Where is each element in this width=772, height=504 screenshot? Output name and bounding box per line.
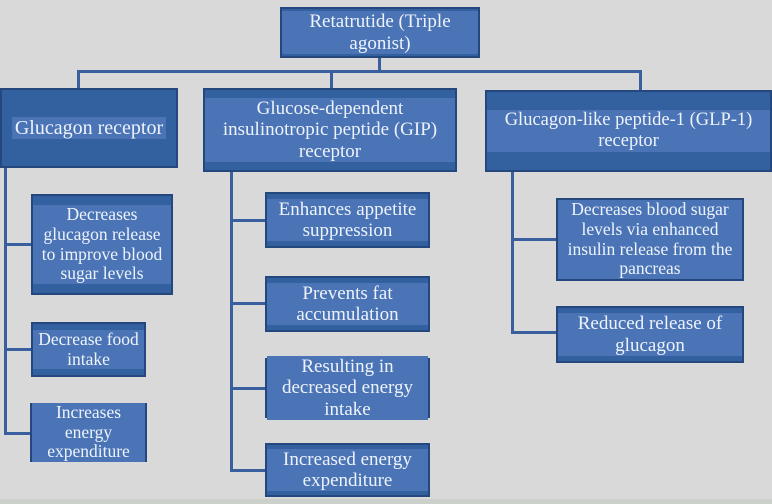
connector-drop-middle	[330, 70, 333, 88]
node-decreased-energy-intake: Resulting in decreased energy intake	[265, 356, 430, 420]
node-prevents-fat-accumulation-label: Prevents fat accumulation	[267, 282, 428, 326]
node-enhances-appetite-suppression-label: Enhances appetite suppression	[267, 198, 428, 242]
node-gip-receptor: Glucose-dependent insulinotropic peptide…	[203, 88, 457, 172]
node-glucagon-receptor: Glucagon receptor	[0, 88, 178, 168]
node-decreases-glucagon-release: Decreases glucagon release to improve bl…	[31, 194, 173, 295]
node-glp1-receptor-label: Glucagon-like peptide-1 (GLP-1) receptor	[487, 110, 770, 152]
connector-right-vertical	[511, 172, 514, 334]
connector-middle-stub-4	[230, 469, 265, 472]
node-glucagon-receptor-label: Glucagon receptor	[11, 116, 167, 140]
node-prevents-fat-accumulation: Prevents fat accumulation	[265, 276, 430, 332]
connector-drop-left	[77, 70, 80, 88]
connector-middle-stub-3	[230, 387, 265, 390]
connector-root-stub	[378, 57, 381, 73]
node-reduced-glucagon-release-label: Reduced release of glucagon	[558, 313, 742, 356]
node-reduced-glucagon-release: Reduced release of glucagon	[556, 306, 744, 363]
node-increases-energy-expenditure: Increases energy expenditure	[30, 402, 147, 462]
node-glp1-receptor: Glucagon-like peptide-1 (GLP-1) receptor	[485, 90, 772, 172]
connector-right-stub-2	[511, 331, 556, 334]
node-gip-receptor-label: Glucose-dependent insulinotropic peptide…	[205, 98, 455, 162]
connector-right-stub-1	[511, 238, 556, 241]
node-decreases-glucagon-release-label: Decreases glucagon release to improve bl…	[33, 204, 171, 284]
connector-drop-right	[639, 70, 642, 90]
node-decrease-food-intake-label: Decrease food intake	[33, 329, 144, 370]
connector-left-vertical	[4, 168, 7, 435]
connector-middle-stub-1	[230, 219, 265, 222]
connector-middle-stub-2	[230, 302, 265, 305]
node-increases-energy-expenditure-label: Increases energy expenditure	[32, 402, 145, 462]
node-retatrutide: Retatrutide (Triple agonist)	[280, 7, 480, 58]
connector-middle-vertical	[230, 170, 233, 472]
node-increased-energy-expenditure: Increased energy expenditure	[265, 443, 430, 497]
connector-top-horizontal	[77, 70, 642, 73]
connector-left-stub-1	[4, 243, 31, 246]
connector-left-stub-3	[4, 432, 31, 435]
node-decrease-food-intake: Decrease food intake	[31, 322, 146, 377]
node-increased-energy-expenditure-label: Increased energy expenditure	[267, 448, 428, 492]
connector-left-stub-2	[4, 348, 31, 351]
node-decreases-blood-sugar: Decreases blood sugar levels via enhance…	[556, 198, 744, 281]
bottom-strip	[0, 499, 772, 504]
node-decreased-energy-intake-label: Resulting in decreased energy intake	[267, 356, 428, 420]
node-enhances-appetite-suppression: Enhances appetite suppression	[265, 192, 430, 248]
node-decreases-blood-sugar-label: Decreases blood sugar levels via enhance…	[558, 199, 742, 279]
node-retatrutide-label: Retatrutide (Triple agonist)	[282, 11, 478, 54]
